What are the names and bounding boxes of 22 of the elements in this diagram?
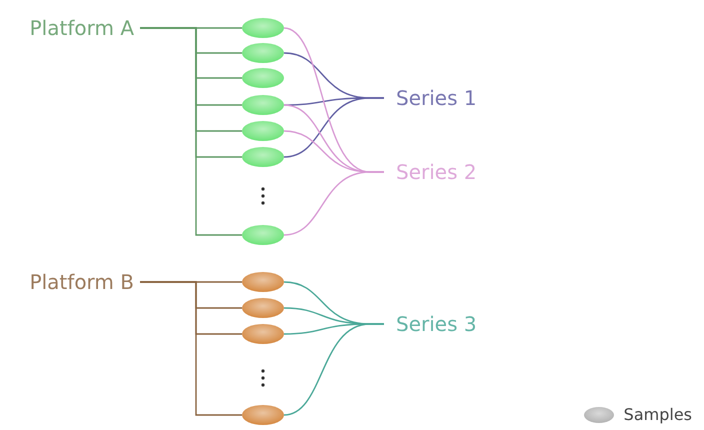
sample-ellipse xyxy=(242,95,284,115)
sample-ellipse xyxy=(242,272,284,292)
sample-ellipse xyxy=(242,121,284,141)
connector-line xyxy=(284,97,384,158)
sample-ellipse xyxy=(242,324,284,344)
sample-ellipse xyxy=(242,18,284,38)
series-label: Series 3 xyxy=(396,312,477,336)
connector-line xyxy=(284,171,384,236)
series-label: Series 1 xyxy=(396,86,477,110)
sample-ellipse xyxy=(242,43,284,63)
connector-line xyxy=(140,281,242,416)
sample-ellipse xyxy=(242,225,284,245)
sample-ellipse xyxy=(242,147,284,167)
legend-label: Samples xyxy=(624,405,692,424)
sample-ellipse xyxy=(242,405,284,425)
connector-line xyxy=(140,27,242,236)
connector-line xyxy=(284,323,384,416)
platform-label: Platform B xyxy=(30,270,134,294)
series-label: Series 2 xyxy=(396,160,477,184)
platform-label: Platform A xyxy=(30,16,134,40)
sample-ellipse xyxy=(242,298,284,318)
sample-ellipse xyxy=(242,68,284,88)
